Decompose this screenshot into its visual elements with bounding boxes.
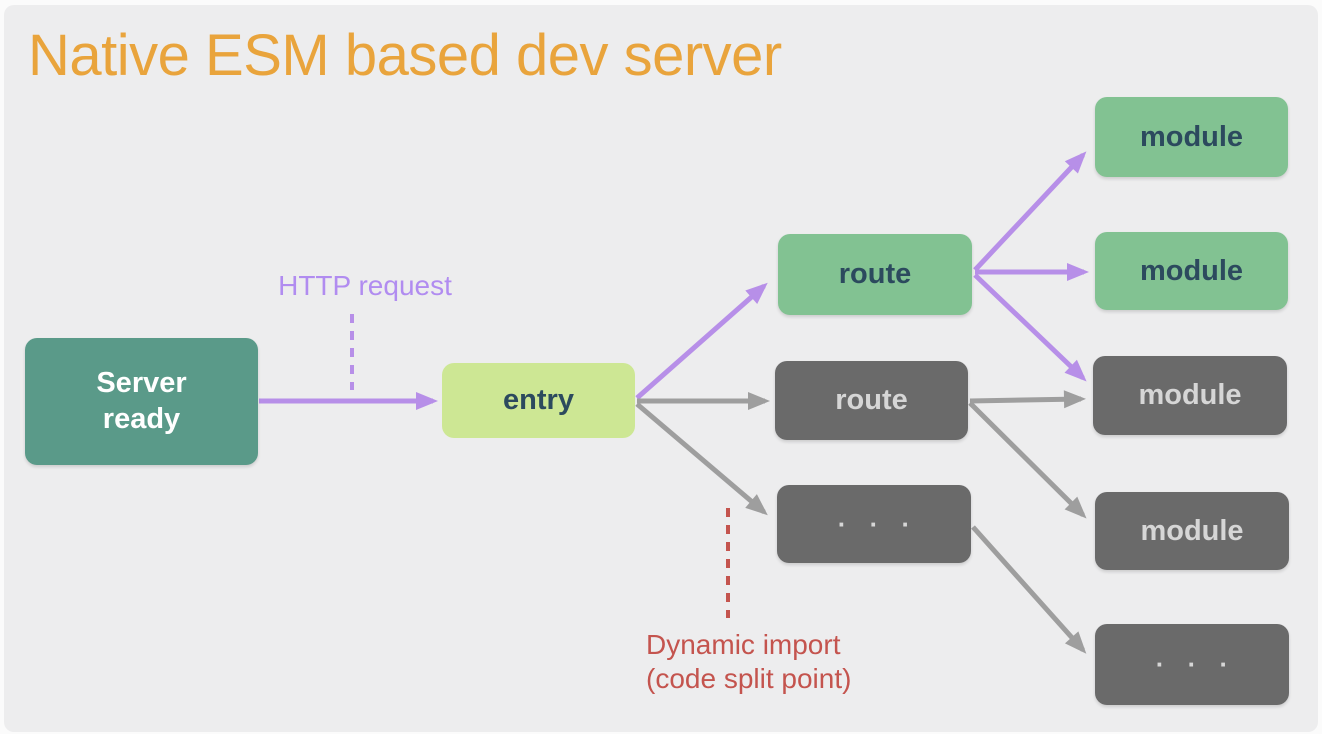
node-dots-bottom: · · · [1095,624,1289,705]
node-module-3: module [1093,356,1287,435]
node-module-2: module [1095,232,1288,310]
node-entry: entry [442,363,635,438]
diagram-title: Native ESM based dev server [28,23,782,88]
dynamic-import-label-line2: (code split point) [646,663,852,695]
node-dots-mid: · · · [777,485,971,563]
node-route-mid: route [775,361,968,440]
node-module-1: module [1095,97,1288,177]
dynamic-import-label-line1: Dynamic import [646,629,841,660]
http-request-label: HTTP request [278,270,452,301]
node-server-ready: Server ready [25,338,258,465]
node-module-4: module [1095,492,1289,570]
dynamic-import-label: Dynamic import (code split point) [646,628,851,696]
node-route-top: route [778,234,972,315]
